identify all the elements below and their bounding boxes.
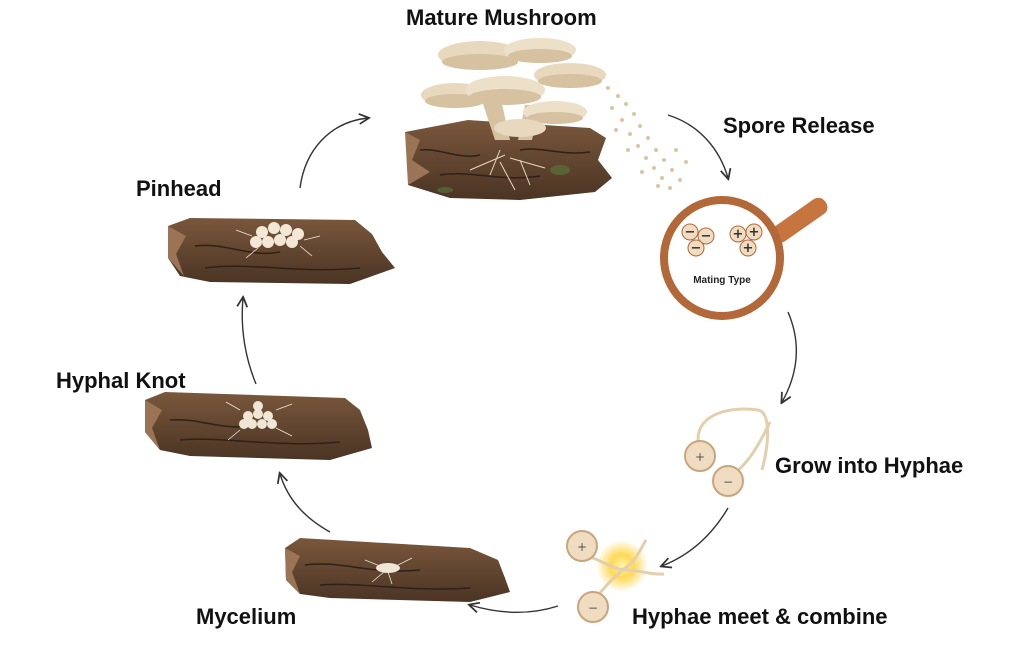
mating-sign-2: − [701, 229, 712, 244]
pinhead-log-illustration [168, 218, 395, 284]
stage-label-pinhead: Pinhead [136, 176, 222, 201]
stage-label-mycelium: Mycelium [196, 604, 297, 629]
mycelium-log-illustration [285, 538, 510, 602]
arrow-mycelium-to-knot [280, 474, 331, 533]
combine-sign-plus: + [577, 540, 587, 554]
arrow-spore-to-grow [782, 311, 797, 402]
log-mature [405, 120, 612, 200]
mating-type-caption: Mating Type [693, 275, 751, 286]
hyphae-sign-plus: + [695, 450, 705, 464]
hyphal-knot-cluster [225, 401, 293, 441]
stage-label-grow-into-hyphae: Grow into Hyphae [775, 453, 964, 478]
combine-sign-minus: − [588, 601, 598, 615]
stage-label-hyphal-knot: Hyphal Knot [56, 368, 186, 393]
arrow-grow-to-meet [662, 507, 729, 566]
hyphae-sign-minus: − [723, 475, 733, 489]
mature-mushroom-illustration [405, 38, 688, 200]
stage-label-spore-release: Spore Release [723, 113, 875, 138]
spore-cloud [606, 86, 688, 190]
arrow-knot-to-pinhead [242, 298, 257, 385]
mating-sign-4: + [733, 227, 744, 242]
mating-sign-1: − [685, 225, 696, 240]
hyphal-knot-log-illustration [145, 392, 372, 460]
mushroom-cluster [421, 38, 606, 140]
mycelium-patch [376, 563, 400, 573]
arrow-meet-to-mycelium [470, 605, 559, 612]
stage-label-mature-mushroom: Mature Mushroom [406, 5, 597, 30]
mating-sign-5: + [749, 225, 760, 240]
stage-label-hyphae-meet-combine: Hyphae meet & combine [632, 604, 888, 629]
cycle-arrows [242, 114, 797, 612]
hyphae-combine-illustration: + − [566, 530, 665, 623]
magnifier-illustration: − − − + + + Mating Type [660, 196, 828, 320]
pinhead-cluster [235, 222, 321, 259]
hyphae-growth-illustration: + − [684, 407, 772, 497]
mating-type-spores: − − − + + + [681, 223, 763, 257]
arrow-mature-to-spore [667, 114, 728, 178]
magnifier-handle [771, 197, 828, 243]
mating-sign-3: − [691, 241, 702, 256]
mating-sign-6: + [743, 241, 754, 256]
arrow-pinhead-to-mature [299, 118, 368, 189]
